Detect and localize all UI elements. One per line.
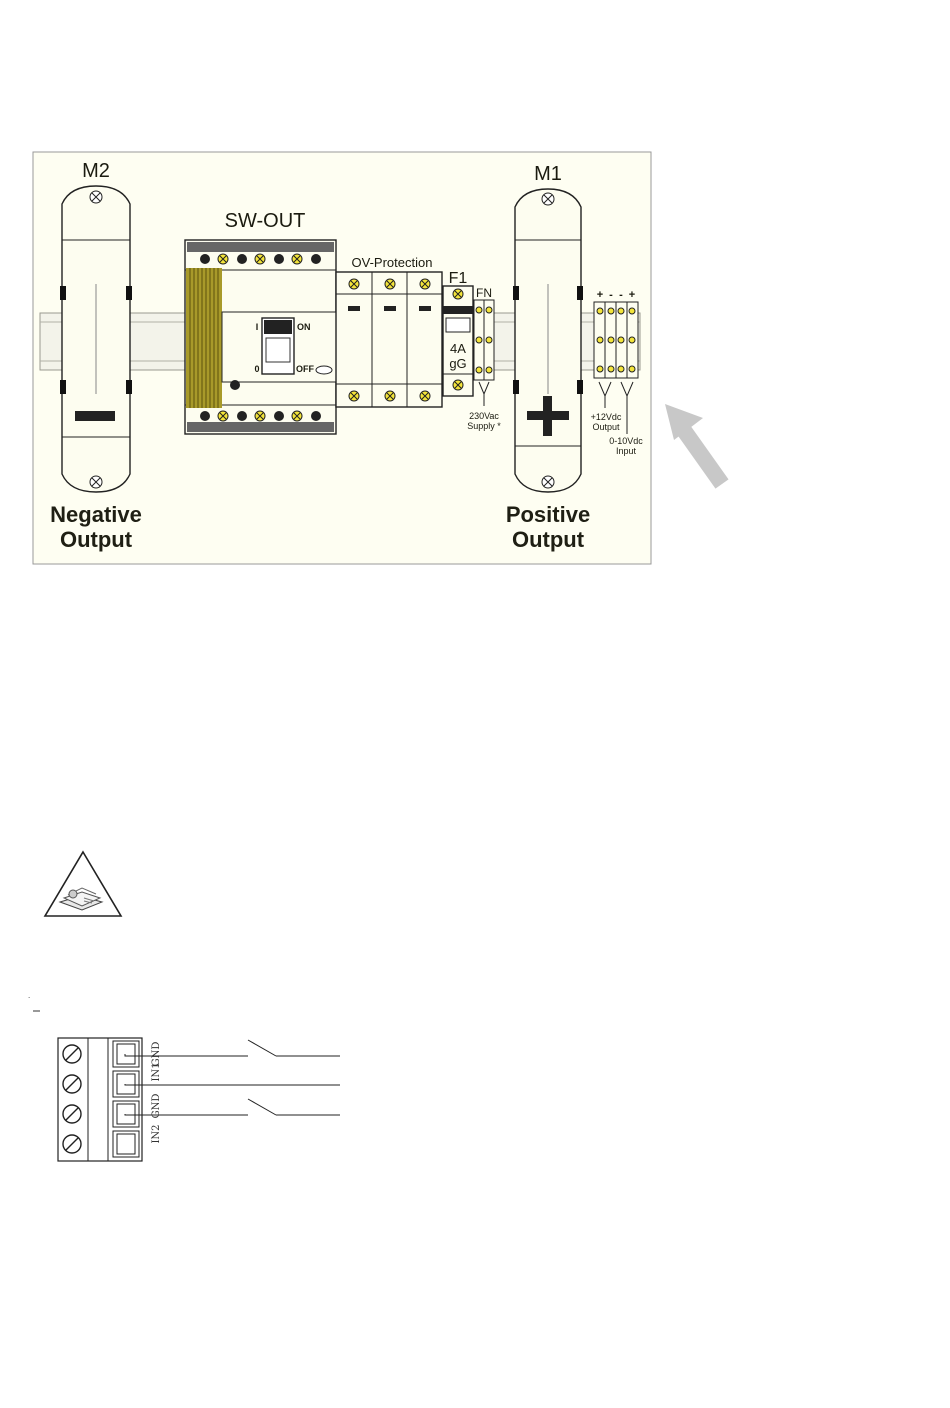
din-rail-panel-diagram: M2 Negative Output SW-OUT	[0, 0, 950, 620]
screw-icon	[255, 254, 265, 264]
screw-icon	[292, 254, 302, 264]
switch-off-label: OFF	[296, 364, 314, 374]
screw-icon	[90, 476, 102, 488]
screw-icon	[420, 391, 430, 401]
indicator-dot-icon	[230, 380, 240, 390]
terminal-screw-icon	[63, 1105, 81, 1123]
screw-icon	[274, 254, 284, 264]
screw-icon	[542, 476, 554, 488]
pin-label-in1: IN1	[151, 1062, 162, 1081]
m1-caption-line1: Positive	[506, 502, 590, 527]
fuse-rating-line2: gG	[449, 356, 466, 371]
screw-icon	[90, 191, 102, 203]
control-sign-1: +	[597, 289, 603, 301]
screw-icon	[237, 411, 247, 421]
screw-icon	[200, 254, 210, 264]
busbar-stripes	[186, 268, 222, 408]
control-in-line2: Input	[616, 446, 637, 456]
control-out-line2: Output	[592, 422, 620, 432]
control-out-line1: +12Vdc	[591, 412, 622, 422]
pin-label-in2: IN2	[151, 1124, 162, 1143]
screw-icon	[274, 411, 284, 421]
minus-sign-icon	[419, 306, 431, 311]
screw-icon	[349, 279, 359, 289]
input-terminal-wiring: . GND IN1 GND IN2	[0, 960, 400, 1180]
switch-on-label: ON	[297, 322, 311, 332]
screw-icon	[200, 411, 210, 421]
m2-caption-line2: Output	[60, 527, 133, 552]
screw-icon	[218, 254, 228, 264]
ovp-title: OV-Protection	[352, 255, 433, 270]
switch-sw-out: SW-OUT I 0 ON OFF	[185, 210, 336, 434]
supply-label-line1: 230Vac	[469, 411, 499, 421]
ov-protection-module: OV-Protection	[336, 255, 442, 407]
screw-icon	[385, 391, 395, 401]
control-in-line1: 0-10Vdc	[609, 436, 643, 446]
minus-sign-icon	[348, 306, 360, 311]
screw-icon	[385, 279, 395, 289]
switch-pos0-label: 0	[254, 364, 259, 374]
minus-sign-icon	[75, 411, 115, 421]
screw-icon	[218, 411, 228, 421]
screw-icon	[237, 254, 247, 264]
control-sign-4: +	[629, 289, 635, 301]
screw-icon	[292, 411, 302, 421]
m2-caption-line1: Negative	[50, 502, 142, 527]
screw-icon	[542, 193, 554, 205]
screw-icon	[420, 279, 430, 289]
control-sign-2: -	[609, 289, 613, 301]
fuse-rating-line1: 4A	[450, 341, 466, 356]
fuse-f1: F1 4A gG	[443, 270, 473, 396]
minus-sign-icon	[384, 306, 396, 311]
m1-label: M1	[534, 163, 562, 185]
terminal-screw-icon	[63, 1135, 81, 1153]
control-sign-3: -	[619, 289, 623, 301]
screw-icon	[453, 289, 463, 299]
pointer-arrow-icon	[665, 404, 722, 484]
screw-icon	[311, 411, 321, 421]
m2-label: M2	[82, 160, 110, 182]
screw-icon	[453, 380, 463, 390]
terminal-screw-icon	[63, 1075, 81, 1093]
screw-icon	[255, 411, 265, 421]
supply-label-line2: Supply *	[467, 421, 501, 431]
stray-mark: .	[28, 991, 30, 1000]
fuse-title: F1	[449, 270, 468, 287]
read-manual-warning-icon	[40, 848, 126, 920]
switch-title: SW-OUT	[225, 210, 306, 232]
brand-logo-icon	[316, 366, 332, 374]
m1-caption-line2: Output	[512, 527, 585, 552]
screw-icon	[349, 391, 359, 401]
supply-terminals-label: FN	[476, 286, 492, 300]
screw-icon	[311, 254, 321, 264]
terminal-screw-icon	[63, 1045, 81, 1063]
switch-pos1-label: I	[256, 322, 259, 332]
